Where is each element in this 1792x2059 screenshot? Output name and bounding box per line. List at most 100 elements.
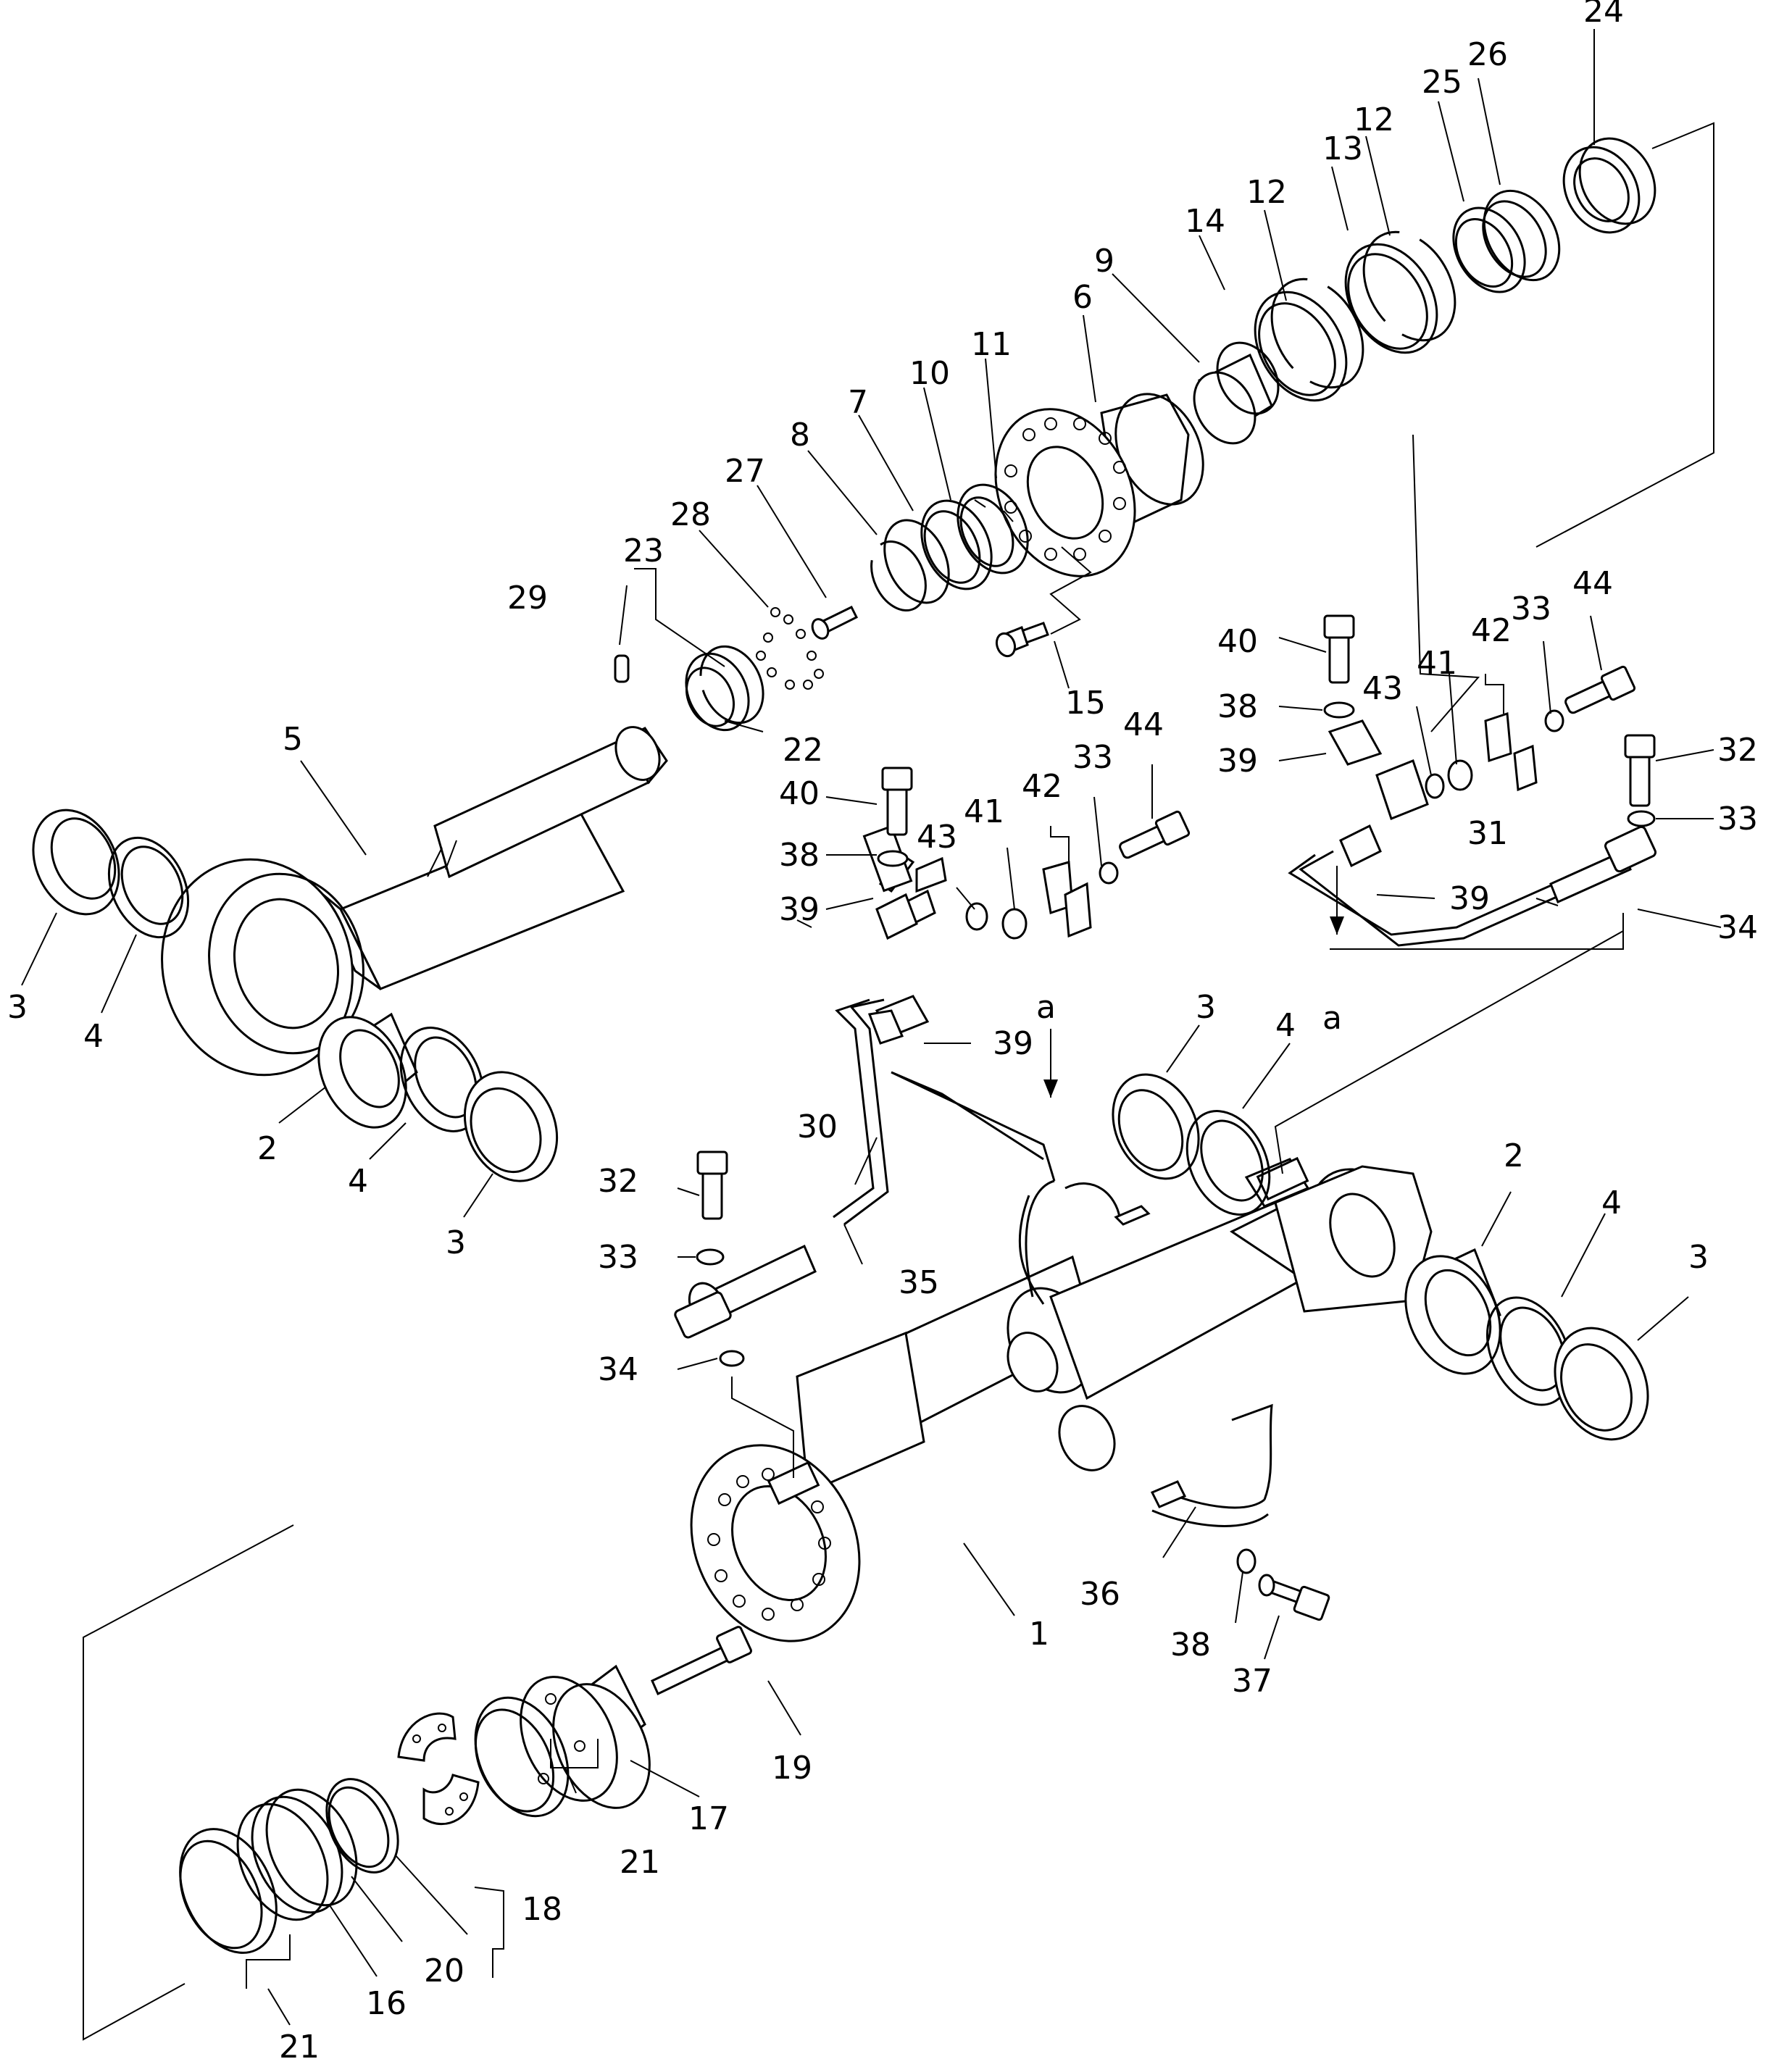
- callout-26: 26: [1467, 36, 1508, 73]
- callout-15: 15: [1065, 685, 1106, 722]
- callout-39: 39: [993, 1025, 1033, 1062]
- callout-33: 33: [598, 1239, 638, 1276]
- callout-17: 17: [688, 1800, 729, 1837]
- part-38-washer-bottom: [1236, 1548, 1257, 1574]
- part-21-ring-lower: [179, 1828, 278, 1954]
- part-11-wear-ring: [957, 483, 1029, 575]
- part-6-cylinder-head: [994, 393, 1204, 577]
- callout-5: 5: [283, 721, 303, 758]
- callout-21: 21: [620, 1844, 660, 1881]
- part-1-cylinder-tube: [690, 1156, 1433, 1642]
- callout-37: 37: [1232, 1663, 1272, 1700]
- part-8-snap-ring: [870, 540, 927, 612]
- part-16-piston-ring: [236, 1788, 358, 1921]
- callout-labels: 24 26 25 12 13 12 14 9 6 11 10 7 8 27 28…: [7, 0, 1758, 2059]
- part-19-screw: [651, 1626, 752, 1696]
- callout-21: 21: [279, 2029, 320, 2059]
- callout-41: 41: [964, 793, 1004, 830]
- callout-30: 30: [797, 1108, 838, 1145]
- part-12-backup-ring-b: [1270, 277, 1364, 389]
- callout-33: 33: [1717, 801, 1758, 838]
- frame-lines: [83, 122, 1714, 2041]
- callout-24: 24: [1583, 0, 1624, 30]
- part-10-seal: [920, 499, 993, 590]
- callout-34: 34: [598, 1351, 638, 1388]
- part-2-bushing-a: [317, 1012, 418, 1129]
- callout-39: 39: [1217, 743, 1258, 780]
- part-18-nut: [397, 1712, 480, 1826]
- cylinder-head-assembly: [614, 137, 1656, 732]
- callout-36: 36: [1080, 1576, 1120, 1613]
- part-31-pipe: [1288, 825, 1657, 947]
- clamp-assembly-left: [862, 767, 1191, 1045]
- callout-25: 25: [1422, 64, 1462, 101]
- callout-43: 43: [1362, 670, 1403, 707]
- callout-38: 38: [779, 837, 820, 874]
- callout-22: 22: [783, 732, 823, 769]
- callout-23: 23: [623, 532, 664, 569]
- callout-12: 12: [1354, 101, 1394, 138]
- callout-32: 32: [1717, 732, 1758, 769]
- part-14-seal: [1254, 291, 1348, 402]
- callout-35: 35: [899, 1264, 939, 1301]
- callout-2: 2: [257, 1130, 278, 1167]
- part-24-bushing: [1562, 137, 1656, 234]
- callout-10: 10: [909, 355, 950, 392]
- part-12-backup-ring-a: [1362, 230, 1456, 342]
- part-25-seal: [1452, 206, 1526, 293]
- view-label-a: a: [1322, 1000, 1342, 1037]
- callout-41: 41: [1417, 645, 1457, 682]
- part-7-ring: [883, 519, 950, 604]
- part-36-band: [1150, 1403, 1273, 1527]
- callout-3: 3: [446, 1224, 466, 1261]
- callout-18: 18: [522, 1891, 562, 1928]
- callout-3: 3: [1196, 989, 1216, 1026]
- part-5-piston-rod: [161, 726, 668, 1077]
- callout-19: 19: [772, 1750, 812, 1787]
- callout-12: 12: [1246, 174, 1287, 211]
- part-26-ring: [1482, 189, 1561, 282]
- part-15-bolt: [995, 622, 1049, 658]
- part-37-bolt: [1258, 1574, 1330, 1621]
- callout-4: 4: [348, 1163, 368, 1200]
- part-2-bushing-b: [1404, 1248, 1501, 1375]
- callout-16: 16: [366, 1985, 407, 2022]
- callout-2: 2: [1504, 1137, 1524, 1174]
- callout-40: 40: [779, 775, 820, 812]
- callout-29: 29: [507, 580, 548, 617]
- part-35-band: [891, 1071, 1151, 1305]
- callout-14: 14: [1185, 203, 1225, 240]
- callout-40: 40: [1217, 623, 1258, 660]
- callout-39: 39: [779, 891, 820, 928]
- callout-31: 31: [1467, 815, 1508, 852]
- callout-42: 42: [1022, 768, 1062, 805]
- leader-lines: [21, 29, 1722, 2026]
- clamp-assembly-right: [1323, 614, 1656, 868]
- part-21-ring-upper: [474, 1696, 570, 1818]
- callout-34: 34: [1717, 909, 1758, 946]
- callout-11: 11: [971, 326, 1012, 363]
- callout-20: 20: [424, 1952, 464, 1989]
- callout-38: 38: [1170, 1626, 1211, 1663]
- view-label-a: a: [1036, 989, 1056, 1026]
- callout-33: 33: [1072, 739, 1113, 776]
- callout-42: 42: [1471, 612, 1512, 649]
- callout-27: 27: [725, 453, 765, 490]
- callout-6: 6: [1072, 279, 1093, 316]
- callout-44: 44: [1123, 706, 1164, 743]
- callout-44: 44: [1572, 565, 1613, 602]
- part-13-o-ring: [1344, 243, 1438, 354]
- part-32-bolt-left: [696, 1150, 745, 1367]
- part-4-seal-c: [1485, 1296, 1572, 1406]
- part-23-seal-kit: [685, 645, 764, 732]
- callout-3: 3: [1688, 1239, 1709, 1276]
- callout-3: 3: [7, 989, 28, 1026]
- callout-1: 1: [1029, 1616, 1049, 1653]
- part-30-pipe: [674, 998, 889, 1339]
- part-3-dust-seal-c: [1554, 1327, 1649, 1441]
- part-3-dust-seal-b: [463, 1071, 559, 1182]
- part-28-steel-balls: [756, 607, 824, 690]
- part-29-pin: [614, 654, 630, 683]
- part-4-seal-a: [107, 836, 190, 939]
